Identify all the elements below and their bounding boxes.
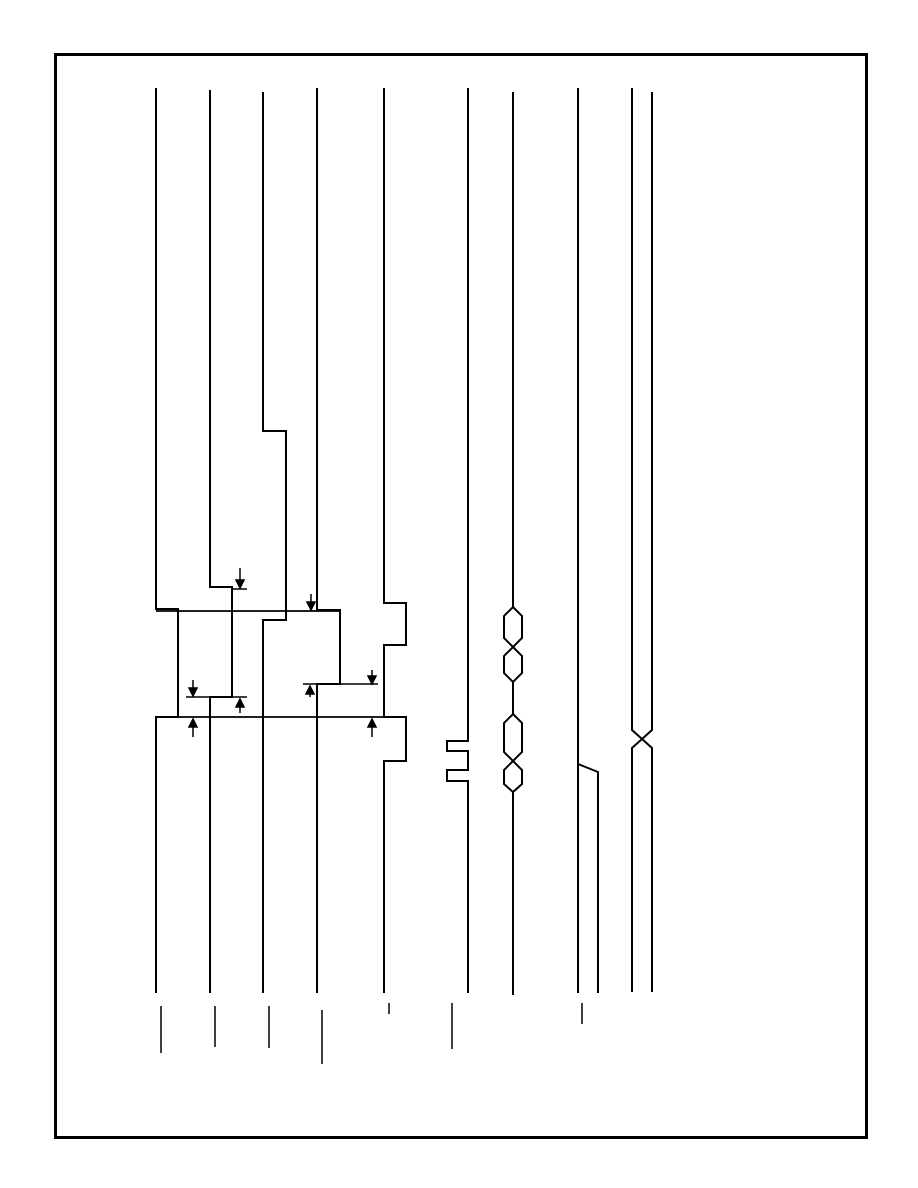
signal-trace-1 — [155, 88, 179, 993]
arrow-up-icon — [234, 697, 246, 713]
signal-trace-3 — [262, 92, 287, 993]
signal-trace-6 — [446, 88, 469, 993]
arrow-up-icon — [366, 717, 378, 737]
arrow-up-icon — [187, 717, 199, 737]
arrow-down-icon — [305, 594, 317, 612]
signal-label-stubs — [160, 1003, 583, 1064]
signal-trace-8 — [577, 88, 599, 993]
arrow-down-icon — [234, 568, 246, 590]
arrow-down-icon — [187, 680, 199, 698]
signal-trace-2 — [209, 90, 233, 993]
bus-trace-7 — [503, 92, 523, 995]
arrow-down-icon — [366, 670, 378, 686]
footer-rule-right — [622, 1137, 865, 1138]
footer-rule-left — [54, 1137, 296, 1138]
signal-trace-4 — [316, 88, 341, 993]
crossing-trace-9-10 — [631, 88, 653, 992]
diagram-frame — [54, 53, 868, 1139]
arrow-up-icon — [304, 684, 316, 697]
signal-trace-5 — [383, 88, 407, 993]
timing-arrows — [187, 568, 378, 737]
